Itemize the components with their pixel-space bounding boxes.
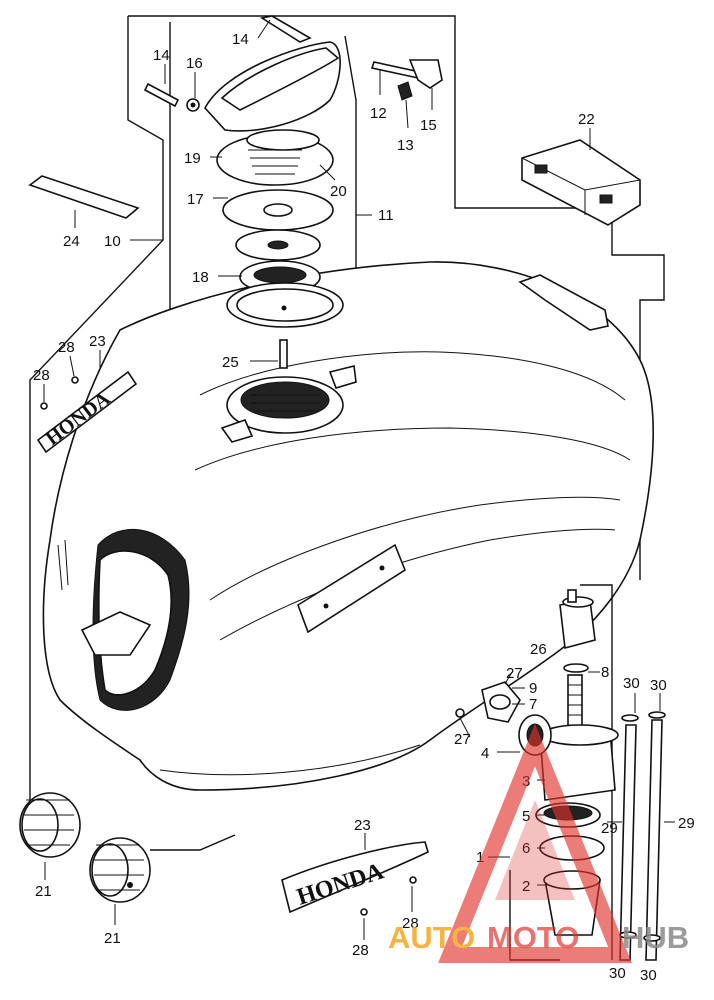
callout-28a: 28 xyxy=(58,339,75,356)
side-emblem-lower: HONDA xyxy=(281,841,429,916)
callout-24: 24 xyxy=(63,233,80,250)
callout-28c: 28 xyxy=(402,915,419,932)
callout-11: 11 xyxy=(378,207,394,224)
callout-14b: 14 xyxy=(232,31,249,48)
callout-26: 26 xyxy=(530,641,547,658)
callout-19: 19 xyxy=(184,150,201,167)
callout-13: 13 xyxy=(397,137,414,154)
callout-20: 20 xyxy=(330,183,347,200)
watermark: AUTO MOTO HUB xyxy=(388,723,689,963)
watermark-triangle-icon xyxy=(438,723,632,963)
callout-23b: 23 xyxy=(354,817,371,834)
callout-25: 25 xyxy=(222,354,239,371)
watermark-moto: MOTO xyxy=(487,920,579,955)
callout-15: 15 xyxy=(420,117,437,134)
callout-27b: 27 xyxy=(454,731,471,748)
callout-1: 1 xyxy=(476,849,484,866)
callout-21b: 21 xyxy=(104,930,121,947)
callout-28b: 28 xyxy=(33,367,50,384)
fuel-hoses xyxy=(619,711,666,961)
callout-17: 17 xyxy=(187,191,204,208)
callout-29b: 29 xyxy=(678,815,695,832)
filler-cap-assembly xyxy=(204,41,344,369)
callout-23a: 23 xyxy=(89,333,106,350)
watermark-hub: HUB xyxy=(622,920,689,955)
callout-28d: 28 xyxy=(352,942,369,959)
tank-strip-part xyxy=(28,175,140,219)
cap-hardware xyxy=(143,15,443,112)
callout-30a: 30 xyxy=(623,675,640,692)
leader-lines xyxy=(43,19,675,940)
callout-2: 2 xyxy=(522,878,530,895)
watermark-auto: AUTO xyxy=(388,920,475,955)
callout-22: 22 xyxy=(578,111,595,128)
knee-grip-rubbers xyxy=(19,792,151,903)
callout-4: 4 xyxy=(481,745,489,762)
callout-14a: 14 xyxy=(153,47,170,64)
callout-21a: 21 xyxy=(35,883,52,900)
callout-10: 10 xyxy=(104,233,121,250)
tank-cushion-part xyxy=(521,139,641,226)
callout-12: 12 xyxy=(370,105,387,122)
callout-30b: 30 xyxy=(650,677,667,694)
callout-29a: 29 xyxy=(601,820,618,837)
callout-30c: 30 xyxy=(609,965,626,982)
callout-7: 7 xyxy=(529,696,537,713)
callout-30d: 30 xyxy=(640,967,657,984)
callout-6: 6 xyxy=(522,840,530,857)
callout-18: 18 xyxy=(192,269,209,286)
fuel-tank xyxy=(42,261,654,791)
callout-8: 8 xyxy=(601,664,609,681)
callout-labels: 14 14 16 12 15 13 22 19 20 17 11 24 10 1… xyxy=(33,31,695,984)
callout-5: 5 xyxy=(522,808,530,825)
callout-27a: 27 xyxy=(506,665,523,682)
callout-16: 16 xyxy=(186,55,203,72)
callout-9: 9 xyxy=(529,680,537,697)
